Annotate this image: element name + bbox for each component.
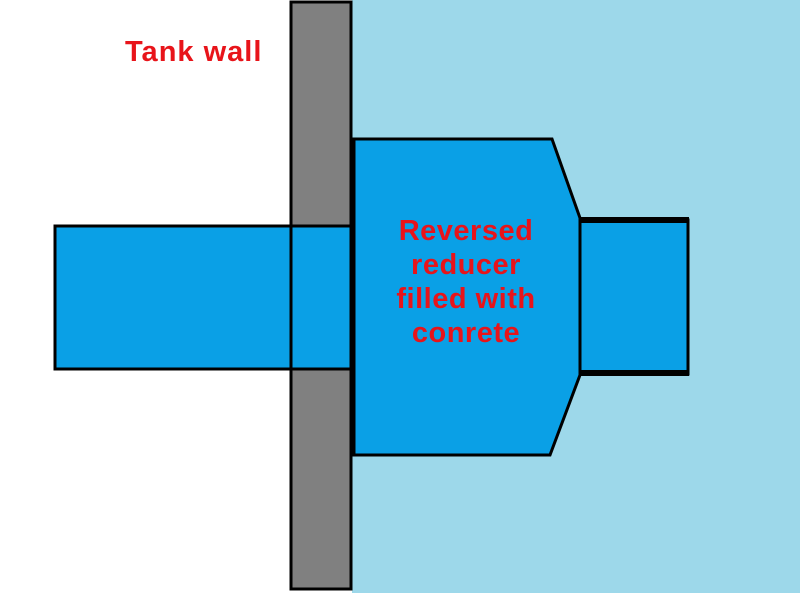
reducer-label-line-4: conrete <box>411 317 521 349</box>
reversed-reducer <box>352 137 582 457</box>
small-pipe <box>576 218 690 376</box>
reducer-label-line-3: filled with <box>396 283 536 315</box>
tank-wall-label: Tank wall <box>125 36 263 68</box>
pipe-through-wall <box>289 224 353 371</box>
reducer-label-line-2: reducer <box>411 249 521 281</box>
reducer-label: Reversed reducer filled with conrete <box>354 214 578 350</box>
reducer-label-line-1: Reversed <box>398 215 534 247</box>
